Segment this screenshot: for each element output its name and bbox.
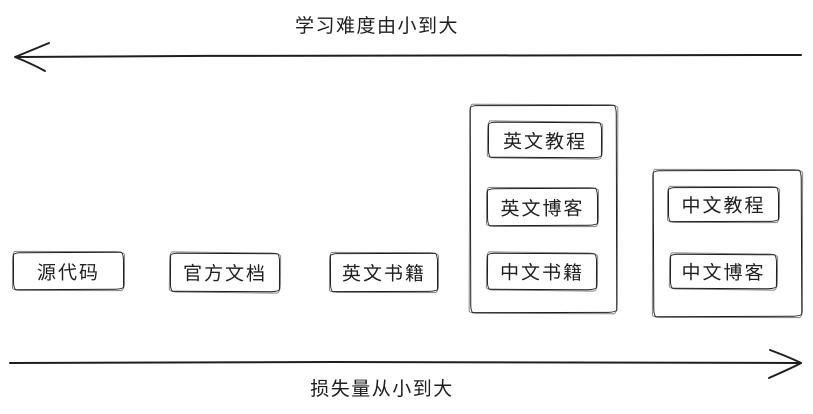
box-english-tutorials: 英文教程 — [487, 121, 603, 159]
top-axis-label: 学习难度由小到大 — [294, 16, 460, 37]
box-chinese-tutorials: 中文教程 — [667, 186, 780, 223]
box-chinese-books: 中文书籍 — [486, 252, 598, 291]
bottom-axis-label: 损失量从小到大 — [310, 379, 454, 400]
box-english-tutorials-label: 英文教程 — [502, 131, 588, 153]
arrow-left-icon — [14, 42, 802, 72]
box-source-code-label: 源代码 — [36, 262, 101, 284]
box-english-books: 英文书籍 — [329, 252, 439, 293]
box-chinese-books-label: 中文书籍 — [499, 262, 585, 285]
box-english-blogs-label: 英文博客 — [500, 198, 585, 220]
box-chinese-tutorials-label: 中文教程 — [681, 195, 766, 218]
box-english-blogs: 英文博客 — [486, 187, 599, 227]
box-chinese-blogs: 中文博客 — [669, 253, 778, 290]
box-official-docs: 官方文档 — [169, 252, 281, 293]
arrow-right-icon — [9, 349, 802, 379]
box-chinese-blogs-label: 中文博客 — [681, 262, 766, 285]
box-official-docs-label: 官方文档 — [182, 263, 268, 286]
box-english-books-label: 英文书籍 — [341, 263, 427, 286]
box-source-code: 源代码 — [12, 251, 125, 291]
